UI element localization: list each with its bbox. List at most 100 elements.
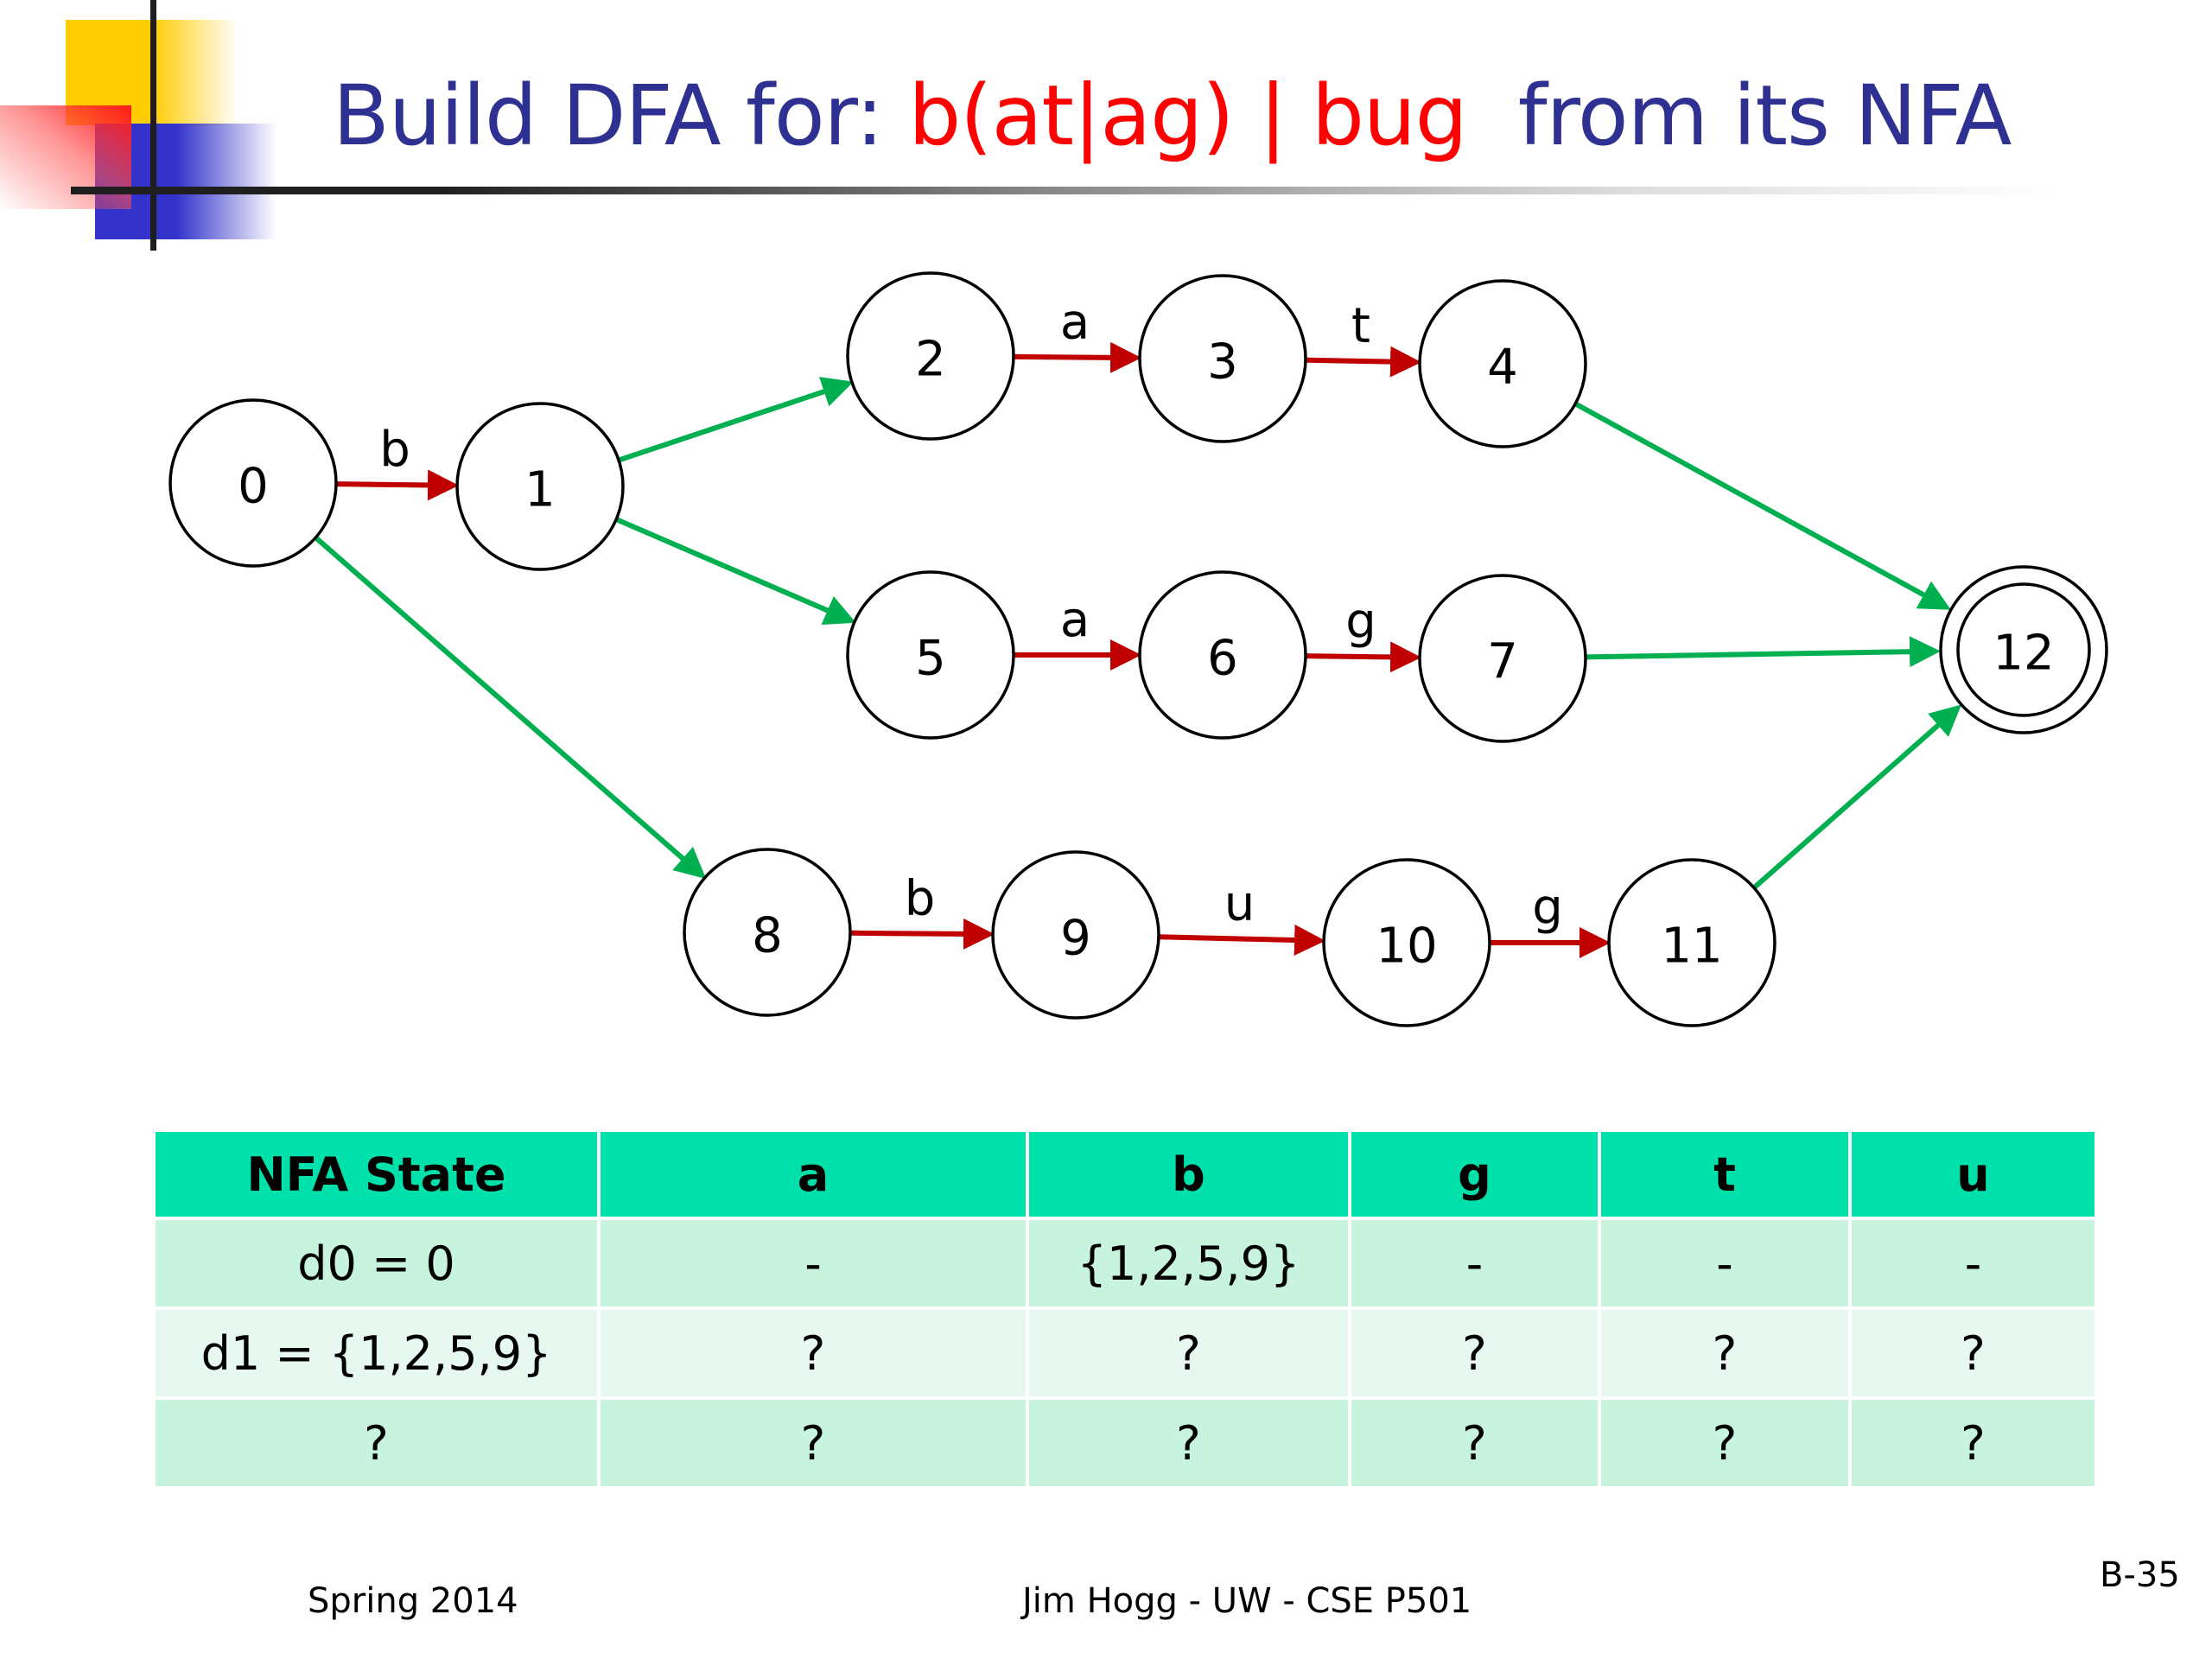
header-symbol-a: a — [601, 1132, 1026, 1217]
transition-label-2-to-3: a — [1060, 294, 1090, 350]
table-header-row: NFA State a b g t u — [156, 1132, 2094, 1217]
transition-label-5-to-6: a — [1060, 592, 1090, 648]
header-symbol-t: t — [1601, 1132, 1848, 1217]
nfa-state-2: 2 — [846, 271, 1015, 441]
state-circle — [1418, 574, 1587, 743]
transition-label-3-to-4: t — [1351, 298, 1370, 354]
cell-b: ? — [1029, 1400, 1348, 1486]
nfa-state-1: 1 — [455, 402, 625, 571]
title-regex: b(at|ag) | bug — [908, 67, 1468, 164]
state-label: 5 — [915, 631, 946, 687]
symbol-transition-6-to-7 — [1305, 641, 1422, 673]
cell-t: ? — [1601, 1310, 1848, 1396]
state-label: 8 — [752, 908, 783, 964]
state-circle — [991, 850, 1160, 1020]
state-label: 6 — [1207, 631, 1238, 687]
state-circle — [1607, 858, 1777, 1027]
cell-a: ? — [601, 1400, 1026, 1486]
cell-g: ? — [1351, 1310, 1598, 1396]
symbol-transition-9-to-10 — [1158, 924, 1326, 956]
cell-u: ? — [1852, 1310, 2094, 1396]
nfa-state-12: 12 — [1939, 565, 2108, 734]
transition-label-8-to-9: b — [905, 870, 936, 926]
header-symbol-g: g — [1351, 1132, 1598, 1217]
nfa-state-11: 11 — [1607, 858, 1777, 1027]
table-row: d0 = 0 - {1,2,5,9} - - - — [156, 1220, 2094, 1306]
epsilon-transition-7-to-12 — [1585, 636, 1942, 668]
nfa-edges — [314, 341, 1962, 958]
epsilon-transition-11-to-12 — [1751, 704, 1962, 890]
nfa-state-7: 7 — [1418, 574, 1587, 743]
nfa-state-9: 9 — [991, 850, 1160, 1020]
state-circle — [1138, 570, 1307, 740]
cell-a: ? — [601, 1310, 1026, 1396]
cell-t: - — [1601, 1220, 1848, 1306]
state-label: 2 — [915, 332, 946, 388]
table-row: ? ? ? ? ? ? — [156, 1400, 2094, 1486]
footer-term: Spring 2014 — [308, 1581, 518, 1621]
state-circle — [1418, 279, 1587, 448]
nfa-state-4: 4 — [1418, 279, 1587, 448]
state-circle — [1322, 858, 1491, 1027]
state-label: 12 — [1993, 626, 2054, 682]
slide-decoration — [0, 0, 2074, 259]
state-label: 10 — [1376, 918, 1437, 975]
cell-b: {1,2,5,9} — [1029, 1220, 1348, 1306]
transition-label-9-to-10: u — [1224, 875, 1255, 931]
state-label: 9 — [1060, 911, 1091, 967]
epsilon-transition-1-to-2 — [618, 377, 854, 463]
transition-label-10-to-11: g — [1532, 880, 1563, 936]
state-label: 1 — [524, 462, 556, 518]
title-suffix: from its NFA — [1466, 67, 2012, 164]
cell-g: - — [1351, 1220, 1598, 1306]
state-circle — [168, 398, 338, 568]
state-circle — [846, 570, 1015, 740]
cell-u: ? — [1852, 1400, 2094, 1486]
slide-number: B-35 — [2100, 1555, 2180, 1595]
state-circle — [1138, 274, 1307, 443]
symbol-transition-2-to-3 — [1013, 341, 1142, 373]
nfa-state-5: 5 — [846, 570, 1015, 740]
nfa-state-6: 6 — [1138, 570, 1307, 740]
header-nfa-state: NFA State — [156, 1132, 597, 1217]
cell-state: d0 = 0 — [156, 1220, 597, 1306]
cell-state: ? — [156, 1400, 597, 1486]
state-label: 11 — [1661, 918, 1722, 975]
header-symbol-u: u — [1852, 1132, 2094, 1217]
state-circle — [846, 271, 1015, 441]
nfa-state-8: 8 — [683, 848, 852, 1017]
nfa-state-10: 10 — [1322, 858, 1491, 1027]
decoration-vertical-rule — [150, 0, 156, 251]
title-underline-rule — [71, 187, 2058, 194]
table-row: d1 = {1,2,5,9} ? ? ? ? ? — [156, 1310, 2094, 1396]
transition-label-0-to-1: b — [379, 422, 410, 478]
dfa-construction-table: NFA State a b g t u d0 = 0 - {1,2,5,9} -… — [152, 1128, 2098, 1490]
state-label: 0 — [238, 459, 269, 515]
state-label: 4 — [1487, 340, 1518, 396]
slide-title: Build DFA for: b(at|ag) | bug from its N… — [333, 70, 2012, 162]
epsilon-transition-1-to-5 — [614, 517, 856, 626]
cell-t: ? — [1601, 1400, 1848, 1486]
symbol-transition-8-to-9 — [849, 918, 995, 950]
nfa-edge-labels: b a t a g b u g — [379, 294, 1563, 936]
state-label: 3 — [1207, 334, 1238, 391]
footer-course: Jim Hogg - UW - CSE P501 — [1022, 1581, 1472, 1621]
epsilon-transition-0-to-8 — [314, 535, 707, 880]
state-circle — [455, 402, 625, 571]
state-label: 7 — [1487, 634, 1518, 690]
symbol-transition-0-to-1 — [335, 469, 460, 501]
header-symbol-b: b — [1029, 1132, 1348, 1217]
title-prefix: Build DFA for: — [333, 67, 909, 164]
cell-g: ? — [1351, 1400, 1598, 1486]
transition-label-6-to-7: g — [1345, 594, 1376, 650]
cell-b: ? — [1029, 1310, 1348, 1396]
cell-a: - — [601, 1220, 1026, 1306]
cell-u: - — [1852, 1220, 2094, 1306]
accepting-state-inner-circle — [1956, 582, 2091, 717]
nfa-state-0: 0 — [168, 398, 338, 568]
symbol-transition-3-to-4 — [1305, 346, 1422, 378]
cell-state: d1 = {1,2,5,9} — [156, 1310, 597, 1396]
nfa-state-3: 3 — [1138, 274, 1307, 443]
